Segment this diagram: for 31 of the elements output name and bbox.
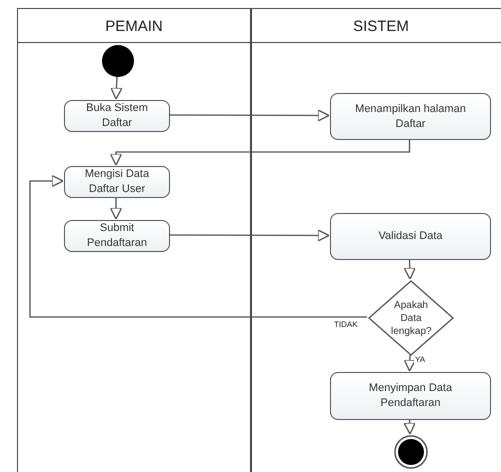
activity-box [330,213,491,260]
activity-box [64,166,170,198]
arrow [169,109,330,122]
end-node [394,435,428,469]
arrow [169,229,330,242]
swimlane [17,8,251,472]
decision-diamond [368,280,454,356]
activity-box [330,372,491,420]
activity-text: Validasi Data [378,229,442,244]
lane-header: SISTEM [352,18,410,36]
activity-text: Buka Sistem Daftar [85,101,149,131]
decision-text: Apakah Data lengkap? [391,298,431,338]
arrow [110,76,123,100]
activity-text: Menyimpan Data Pendaftaran [368,381,454,411]
lane-header: PEMAIN [104,18,164,36]
arrow [29,174,367,318]
activity-box [64,220,170,252]
arrow [404,354,416,372]
activity-text: Mengisi Data Daftar User [84,167,150,197]
arrow [404,258,416,280]
activity-box [64,100,170,132]
arrow [110,139,410,166]
edge-label: TIDAK [333,320,359,330]
activity-box [330,93,491,140]
swimlane [251,8,501,472]
activity-text: Submit Pendaftaran [86,221,148,251]
edge-label: YA [414,355,426,365]
activity-text: Menampilkan halaman Daftar [354,102,467,132]
arrow [110,197,122,220]
start-node [102,45,134,77]
arrow [403,418,416,435]
